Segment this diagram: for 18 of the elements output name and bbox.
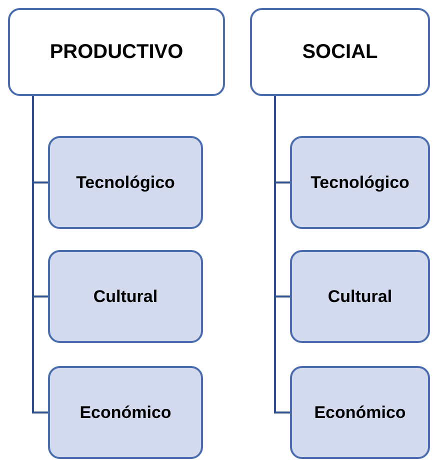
subcategory-box — [48, 250, 203, 343]
box-label: PRODUCTIVO — [50, 40, 184, 64]
box-label: Cultural — [328, 286, 392, 306]
subcategory-box — [290, 136, 430, 229]
connector-line — [32, 96, 48, 414]
subcategory-box — [290, 366, 430, 459]
subcategory-box — [290, 250, 430, 343]
box-label: SOCIAL — [302, 40, 378, 64]
box-label: Económico — [80, 402, 172, 422]
category-box — [250, 8, 430, 96]
category-box — [8, 8, 225, 96]
connector-line — [274, 96, 290, 414]
box-label: Tecnológico — [76, 172, 175, 192]
box-label: Económico — [314, 402, 406, 422]
subcategory-box — [48, 366, 203, 459]
box-label: Tecnológico — [310, 172, 410, 192]
subcategory-box — [48, 136, 203, 229]
box-label: Cultural — [93, 286, 158, 306]
